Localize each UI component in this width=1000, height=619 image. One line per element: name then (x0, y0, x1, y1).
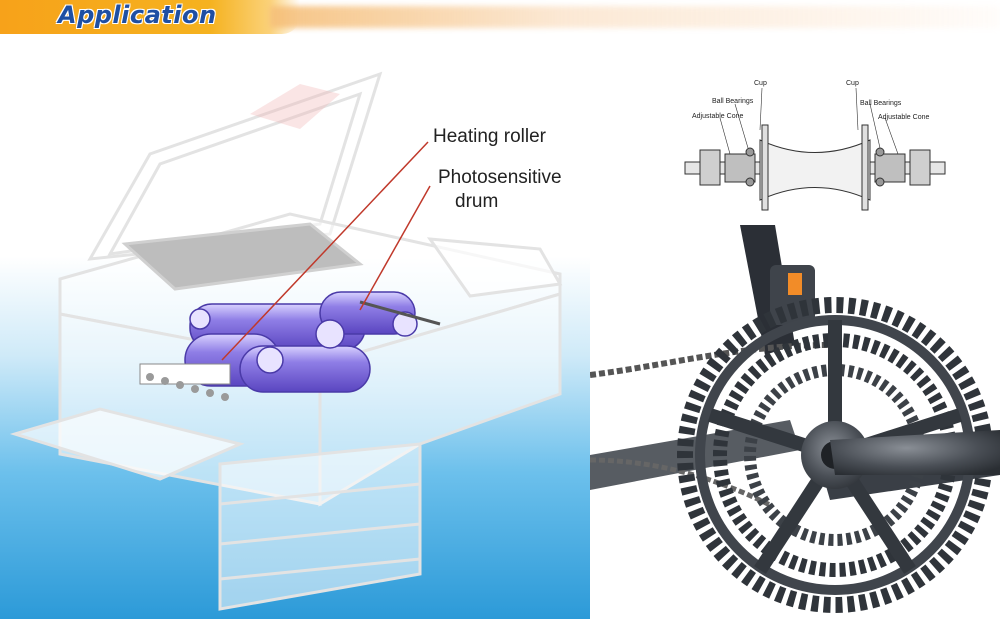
derailleur-accent (788, 273, 802, 295)
banner-streak (270, 6, 1000, 28)
photosensitive-drum (319, 291, 416, 335)
hub-label-adjustable-cone-right: Adjustable Cone (878, 114, 930, 121)
copier-drawing (0, 34, 600, 619)
hub-label-cup-right: Cup (846, 80, 859, 87)
copier-illustration: Heating roller Photosensitive drum (0, 34, 600, 619)
bicycle-crankset-photo (590, 225, 1000, 619)
banner-orange-tab (0, 0, 300, 34)
hub-label-cup-left: Cup (754, 80, 767, 87)
banner-title: Application (58, 1, 217, 29)
crank-arm (830, 430, 1000, 475)
hub-label-ball-bearings-right: Ball Bearings (860, 100, 902, 107)
leader-lines (221, 141, 431, 361)
photosensitive-drum-label-2: drum (455, 191, 499, 212)
chain-lower (590, 457, 772, 508)
hub-label-ball-bearings-left: Ball Bearings (712, 98, 754, 105)
copier-lid (87, 71, 383, 261)
hub-diagram (684, 87, 946, 211)
application-banner: Application (0, 0, 1000, 34)
photosensitive-drum-label: Photosensitive (438, 167, 562, 188)
drum-leader (359, 185, 431, 311)
hub-label-adjustable-cone-left: Adjustable Cone (692, 113, 744, 120)
heating-roller-label: Heating roller (433, 126, 546, 147)
copier-rollers (139, 291, 441, 401)
heating-roller-leader (221, 141, 429, 361)
